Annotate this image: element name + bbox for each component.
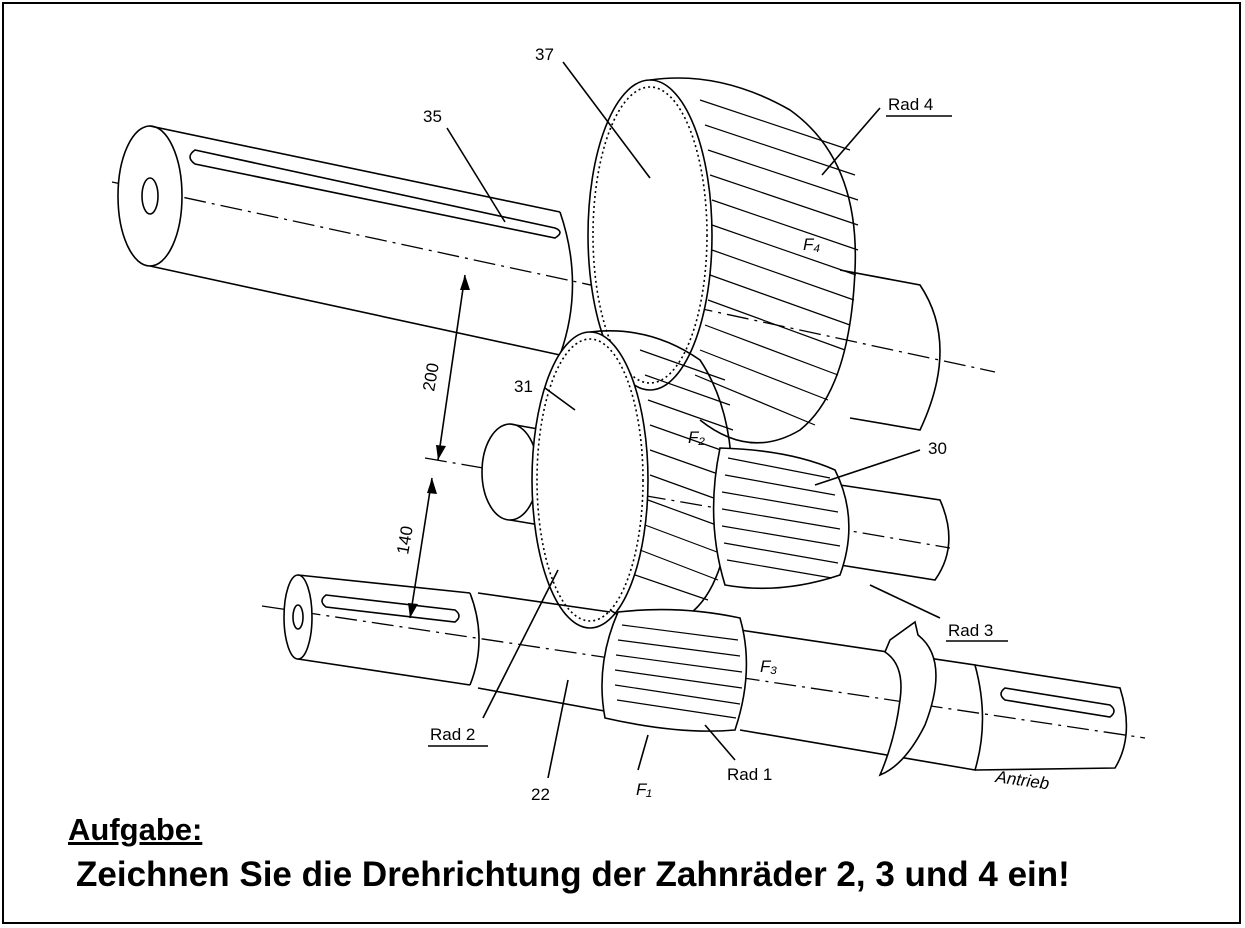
- upper-shoulder-1: [559, 211, 574, 356]
- lower-keyway-left: [321, 594, 460, 623]
- gear-rad-3: [712, 447, 850, 590]
- label-31: 31: [514, 377, 533, 396]
- label-rad-1: Rad 1: [727, 765, 772, 784]
- gear-37-rim: [649, 77, 857, 444]
- gear-31-face: [531, 331, 649, 629]
- gear-31-teeth: [634, 349, 736, 601]
- dim-140-line: [409, 477, 433, 619]
- label-35: 35: [423, 107, 442, 126]
- label-rad-2: Rad 2: [430, 725, 475, 744]
- dim-140-arrow-top: [427, 478, 437, 494]
- label-f3: F₃: [760, 657, 777, 676]
- upper-shaft: [111, 125, 996, 431]
- leader-f1: [637, 734, 649, 771]
- lower-shaft-bore: [292, 604, 304, 630]
- label-dim-140: 140: [393, 524, 417, 555]
- middle-shaft-right: [839, 484, 950, 581]
- dim-200-line: [437, 274, 466, 461]
- label-dim-200: 200: [419, 361, 443, 392]
- leader-rad-3: [869, 584, 941, 619]
- label-f2: F₂: [688, 428, 705, 447]
- leader-rad-4: [821, 107, 881, 176]
- upper-shaft-body: [149, 125, 561, 356]
- leader-35: [446, 127, 506, 223]
- gear-37-teeth: [694, 99, 859, 426]
- label-30: 30: [928, 439, 947, 458]
- gear-rad-1-teeth: [614, 624, 743, 719]
- gear-30-body: [712, 447, 850, 590]
- label-antrieb: Antrieb: [993, 767, 1050, 793]
- leader-31: [544, 387, 576, 411]
- lower-shaft-body: [469, 592, 611, 713]
- dim-200-arrow-bottom: [436, 445, 446, 460]
- leader-rad-1: [704, 724, 736, 761]
- dimension-lines: [408, 274, 470, 619]
- upper-keyway: [189, 149, 561, 239]
- gear-37-teeth-edge: [592, 86, 708, 384]
- leader-30: [814, 449, 921, 486]
- label-rad-3: Rad 3: [948, 621, 993, 640]
- task-heading: Aufgabe:: [68, 812, 203, 847]
- leader-22: [547, 679, 569, 779]
- gear-31-teeth-edge: [536, 338, 644, 622]
- upper-shaft-bore: [141, 177, 159, 215]
- gearbox-drawing: 37 35 Rad 4 F₄ 200 31 F₂ 30 140 Rad 3 F₃…: [111, 45, 1146, 804]
- label-37: 37: [535, 45, 554, 64]
- gear-rad-4: [587, 77, 859, 444]
- label-22: 22: [531, 785, 550, 804]
- upper-shaft-right-end: [839, 269, 941, 431]
- lower-shaft-stub: [297, 574, 471, 686]
- lower-shaft-mid: [739, 629, 984, 771]
- gear-rad-2: [531, 330, 736, 629]
- drive-rotation-arrow: [878, 620, 937, 777]
- label-f4: F₄: [803, 235, 820, 254]
- leader-rad-2: [482, 569, 559, 719]
- label-rad-4: Rad 4: [888, 95, 933, 114]
- dim-140-arrow-bottom: [408, 603, 418, 618]
- label-underlines: [428, 115, 1008, 747]
- upper-shaft-end: [117, 125, 183, 267]
- gear-30-teeth: [721, 457, 841, 579]
- gear-rad-1: [601, 608, 748, 732]
- lower-shaft-end: [283, 574, 313, 660]
- task-text: Zeichnen Sie die Drehrichtung der Zahnrä…: [76, 855, 1070, 894]
- dim-200-arrow-top: [460, 275, 470, 290]
- middle-shaft-end: [481, 423, 539, 521]
- leader-37: [562, 61, 651, 179]
- upper-shaft-axis: [111, 181, 996, 373]
- lower-keyway-right: [1000, 687, 1115, 718]
- middle-shaft: [424, 423, 951, 581]
- lower-shaft-right: [974, 664, 1128, 771]
- gear-rad-1-body: [601, 608, 748, 732]
- label-f1: F₁: [636, 780, 652, 799]
- leader-lines: [446, 61, 941, 779]
